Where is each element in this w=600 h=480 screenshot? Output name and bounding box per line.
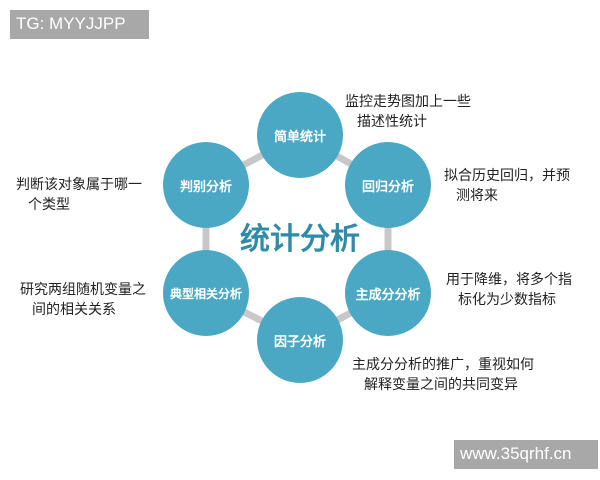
- desc-canonical-correlation: 研究两组随机变量之 间的相关关系: [20, 280, 146, 320]
- desc-pca: 用于降维，将多个指 标化为少数指标: [446, 270, 572, 310]
- node-simple-statistics: 简单统计: [257, 92, 343, 178]
- node-label: 回归分析: [361, 179, 414, 195]
- node-factor-analysis: 因子分析: [257, 297, 343, 383]
- watermark-bottom: www.35qrhf.cn: [454, 440, 598, 469]
- desc-line: 拟合历史回归，并预: [444, 168, 570, 184]
- desc-simple-statistics: 监控走势图加上一些 描述性统计: [345, 92, 471, 132]
- desc-line: 研究两组随机变量之: [20, 282, 146, 298]
- node-canonical-correlation: 典型相关分析: [163, 250, 249, 336]
- node-label: 因子分析: [273, 334, 326, 350]
- desc-line: 监控走势图加上一些: [345, 94, 471, 110]
- desc-line: 间的相关关系: [32, 302, 116, 318]
- node-label: 主成分分析: [355, 287, 421, 303]
- desc-line: 用于降维，将多个指: [446, 272, 572, 288]
- desc-line: 主成分分析的推广，重视如何: [352, 357, 534, 373]
- node-label: 典型相关分析: [169, 286, 242, 301]
- desc-discriminant-analysis: 判断该对象属于哪一 个类型: [16, 175, 142, 215]
- node-pca: 主成分分析: [345, 250, 431, 336]
- desc-factor-analysis: 主成分分析的推广，重视如何 解释变量之间的共同变异: [352, 355, 534, 395]
- watermark-top: TG: MYYJJPP: [10, 10, 149, 39]
- desc-regression-analysis: 拟合历史回归，并预 测将来: [444, 166, 570, 206]
- node-label: 简单统计: [273, 129, 326, 145]
- node-discriminant-analysis: 判别分析: [163, 142, 249, 228]
- desc-line: 标化为少数指标: [458, 292, 556, 308]
- node-regression-analysis: 回归分析: [345, 142, 431, 228]
- desc-line: 测将来: [456, 188, 498, 204]
- desc-line: 判断该对象属于哪一: [16, 177, 142, 193]
- desc-line: 描述性统计: [357, 114, 427, 130]
- desc-line: 个类型: [28, 197, 70, 213]
- center-title: 统计分析: [240, 222, 360, 257]
- desc-line: 解释变量之间的共同变异: [364, 377, 518, 393]
- node-label: 判别分析: [179, 179, 232, 195]
